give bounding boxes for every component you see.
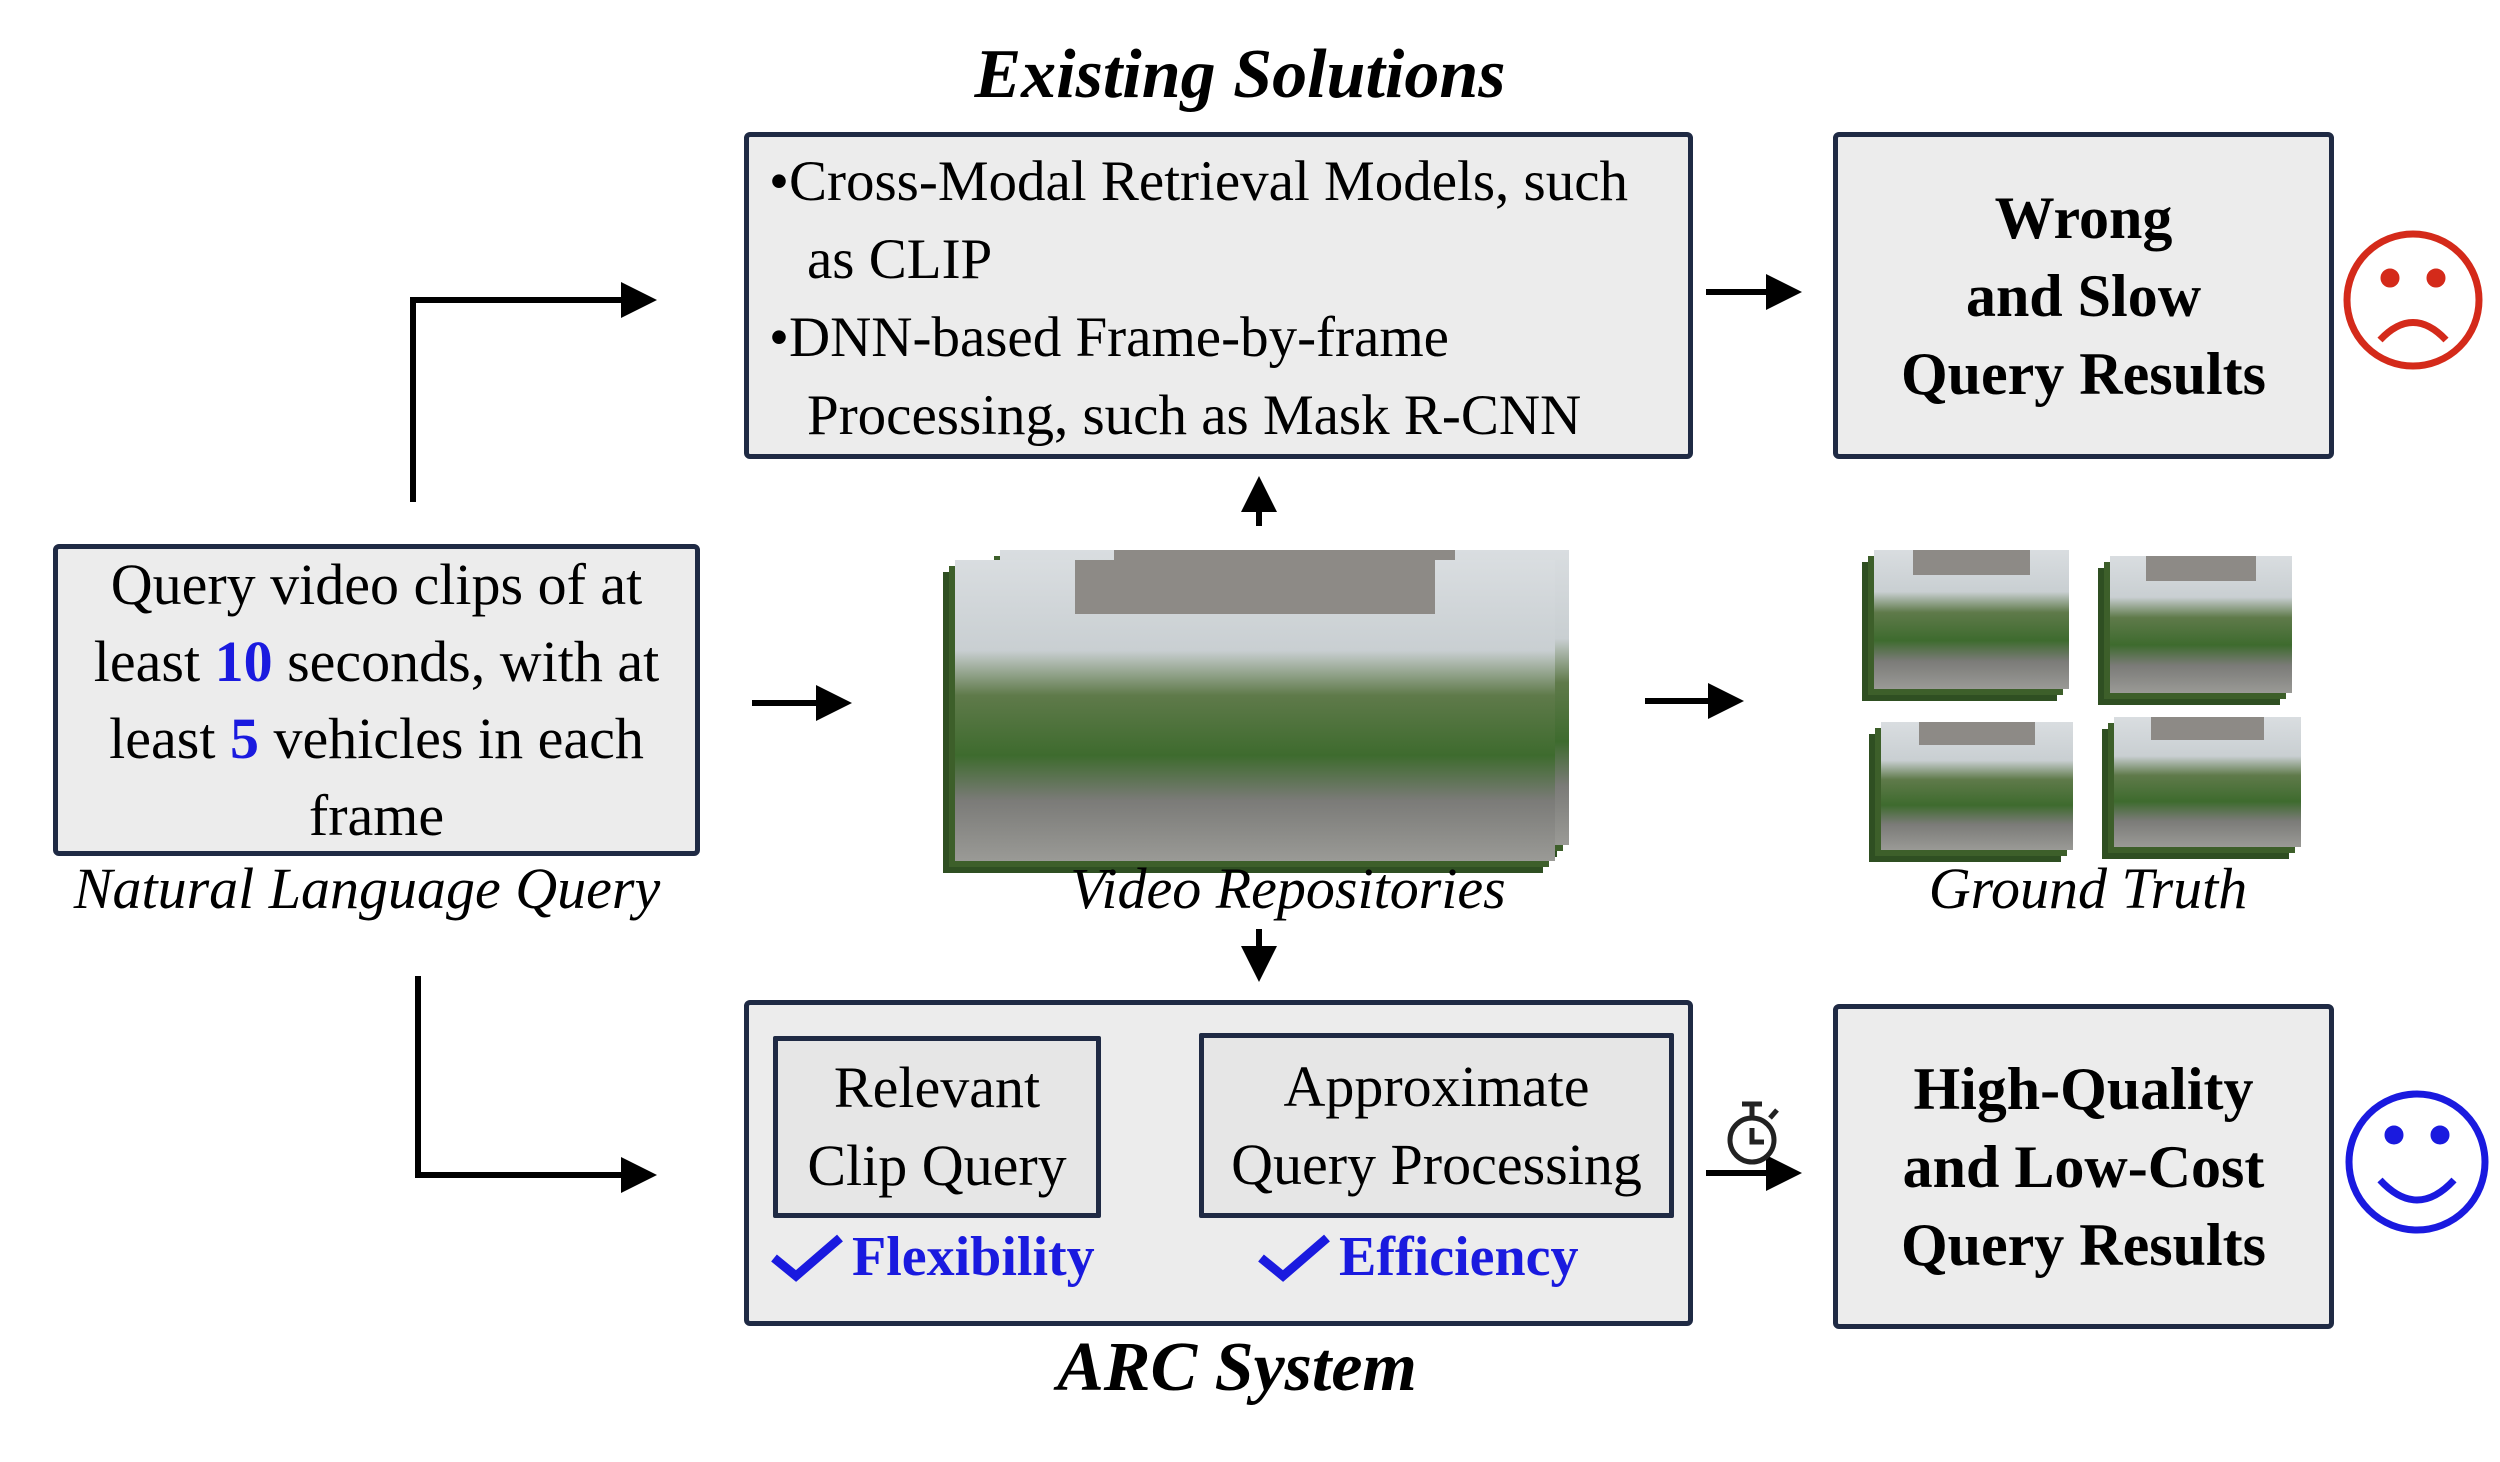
ground-truth-clip bbox=[2114, 717, 2301, 847]
checkmark-icon bbox=[771, 1234, 843, 1282]
checkmark-icon bbox=[1258, 1234, 1330, 1282]
arrow-query-to-existing bbox=[410, 282, 657, 502]
arrow-query-to-arc bbox=[415, 976, 657, 1193]
query-text: Query video clips of at least 10 seconds… bbox=[93, 552, 660, 848]
video-caption: Video Repositories bbox=[1070, 856, 1506, 921]
smile-face-icon bbox=[2345, 1090, 2489, 1234]
ground-truth-clip bbox=[2110, 556, 2292, 693]
existing-solutions-box: •Cross-Modal Retrieval Models, such as C… bbox=[744, 132, 1693, 459]
relevant-clip-query-box: Relevant Clip Query bbox=[773, 1036, 1101, 1218]
sad-face-icon bbox=[2343, 230, 2483, 370]
ground-truth-caption: Ground Truth bbox=[1928, 856, 2248, 921]
arc-system-title: ARC System bbox=[1057, 1329, 1417, 1406]
query-caption: Natural Language Query bbox=[73, 856, 661, 921]
ground-truth-clip bbox=[1881, 722, 2073, 850]
flexibility-benefit: Flexibility bbox=[770, 1225, 1095, 1289]
approximate-query-processing-box: Approximate Query Processing bbox=[1199, 1033, 1674, 1218]
bullet-item: •Cross-Modal Retrieval Models, such as C… bbox=[769, 150, 1629, 291]
existing-solutions-title: Existing Solutions bbox=[974, 36, 1506, 113]
efficiency-benefit: Efficiency bbox=[1257, 1225, 1578, 1289]
query-box: Query video clips of at least 10 seconds… bbox=[53, 544, 700, 856]
stopwatch-icon bbox=[1727, 1101, 1779, 1165]
bullet-item: •DNN-based Frame-by-frame Processing, su… bbox=[769, 306, 1582, 447]
ground-truth-clip bbox=[1874, 550, 2069, 689]
